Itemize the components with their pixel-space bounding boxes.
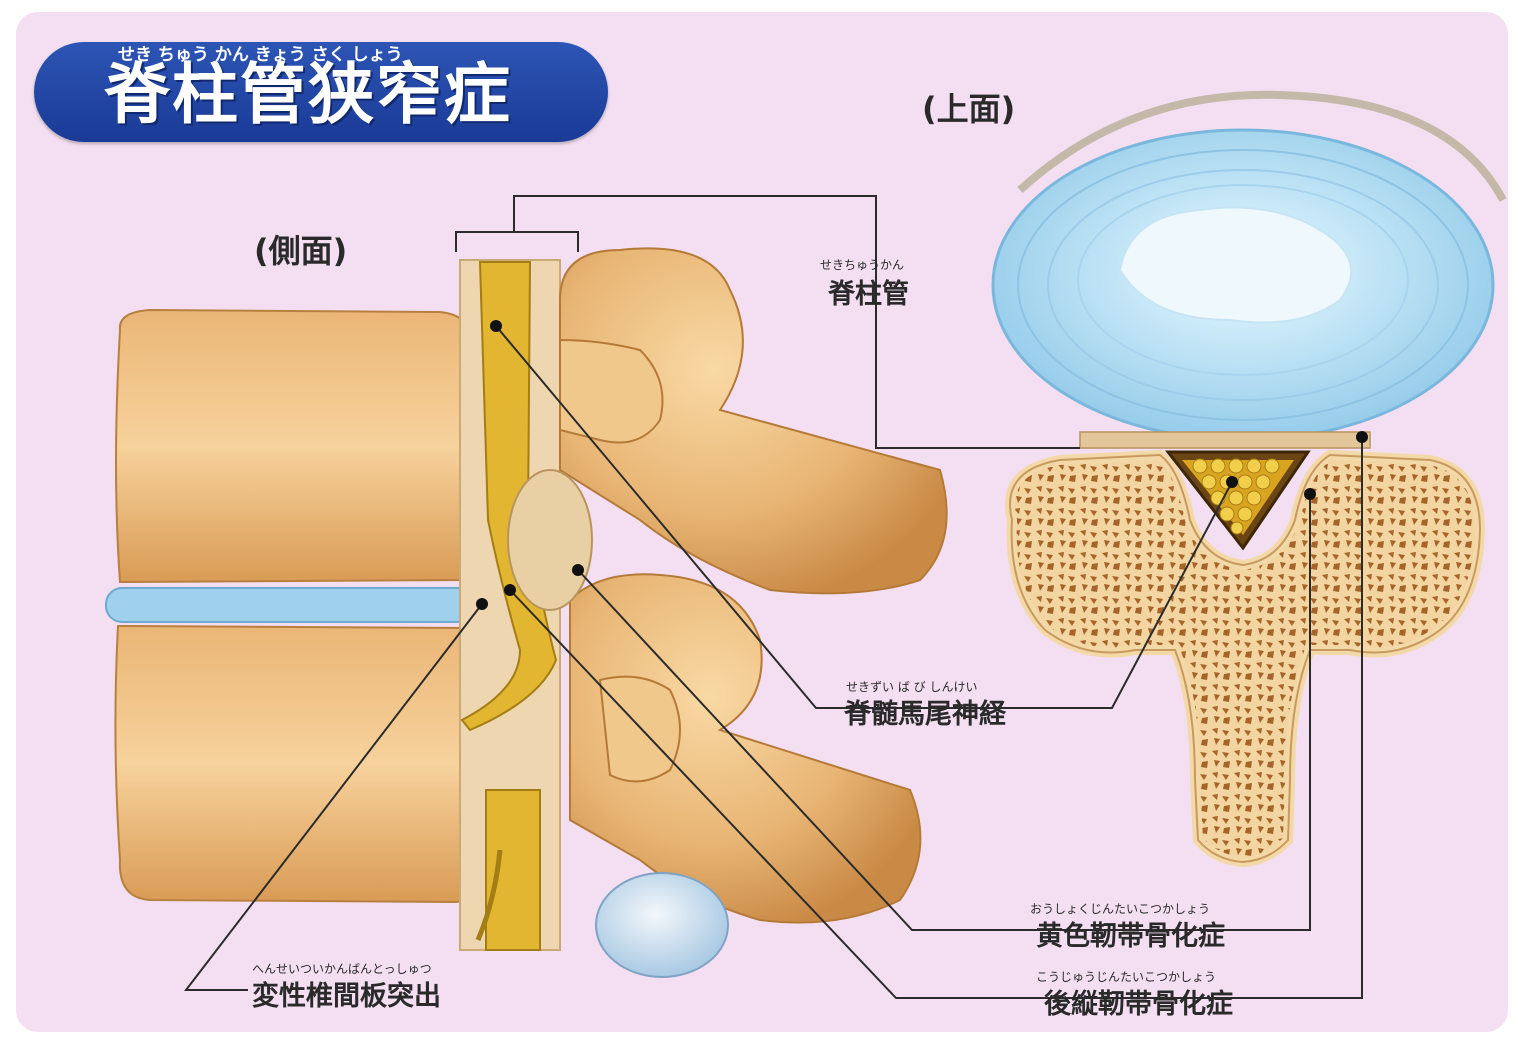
cauda-equina-label: 脊髄馬尾神経: [844, 692, 1006, 731]
upper-vertebral-body: [116, 310, 472, 582]
lower-facet: [600, 677, 680, 782]
spinal-canal-furigana: せきちゅうかん: [820, 256, 904, 273]
ligament-bulge: [508, 470, 592, 610]
pll-band: [1080, 432, 1370, 448]
page-title: 脊柱管狭窄症: [104, 56, 534, 134]
pll-ossification-label: 後縦靭帯骨化症: [1044, 982, 1233, 1021]
top-view-label: (上面): [922, 84, 1015, 130]
side-view-label: (側面): [254, 226, 347, 272]
disc-herniation-label: 変性椎間板突出: [252, 974, 441, 1013]
ligamentum-flavum-label: 黄色靭帯骨化症: [1036, 914, 1225, 953]
intervertebral-disc: [106, 588, 491, 622]
herniated-disc: [596, 873, 728, 977]
spinal-canal-label: 脊柱管: [828, 272, 909, 311]
